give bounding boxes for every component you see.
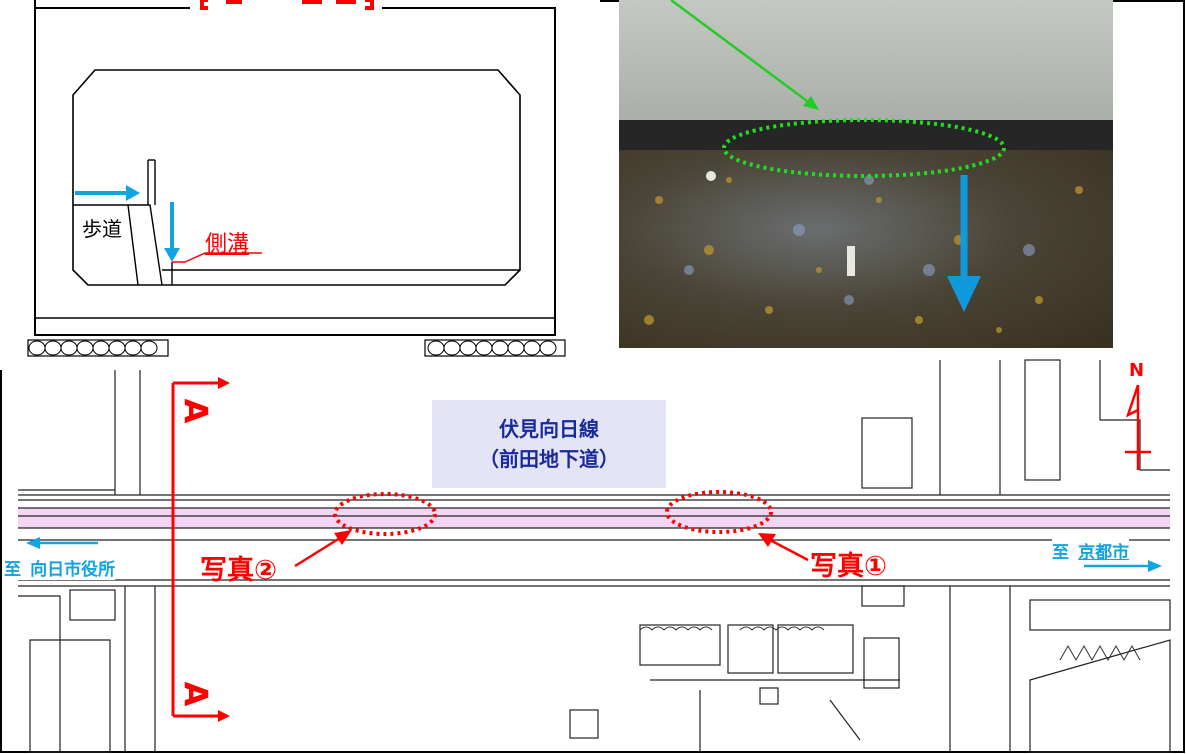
road-name-box: 伏見向日線 （前田地下道） (432, 400, 666, 488)
road-name-line2: （前田地下道） (479, 447, 619, 471)
direction-left-prefix: 至 (4, 560, 21, 580)
direction-left: 至 向日市役所 (4, 555, 116, 580)
cross-section-figure: 歩道 側溝 (0, 0, 600, 370)
direction-right-name: 京都市 (1078, 543, 1130, 563)
section-mark-bottom: A (176, 681, 215, 707)
road-name-line1: 伏見向日線 (499, 417, 599, 441)
site-photo (619, 0, 1113, 348)
photo2-label: 写真② (200, 555, 277, 586)
direction-right: 至 京都市 (1052, 538, 1130, 563)
gutter-label: 側溝 (205, 232, 250, 257)
section-mark-top: A (176, 398, 215, 424)
north-label: N (1129, 360, 1145, 381)
sidewalk-label: 歩道 (82, 217, 122, 241)
direction-right-prefix: 至 (1052, 543, 1069, 563)
photo1-label: 写真① (810, 551, 887, 582)
direction-left-name: 向日市役所 (30, 560, 116, 580)
